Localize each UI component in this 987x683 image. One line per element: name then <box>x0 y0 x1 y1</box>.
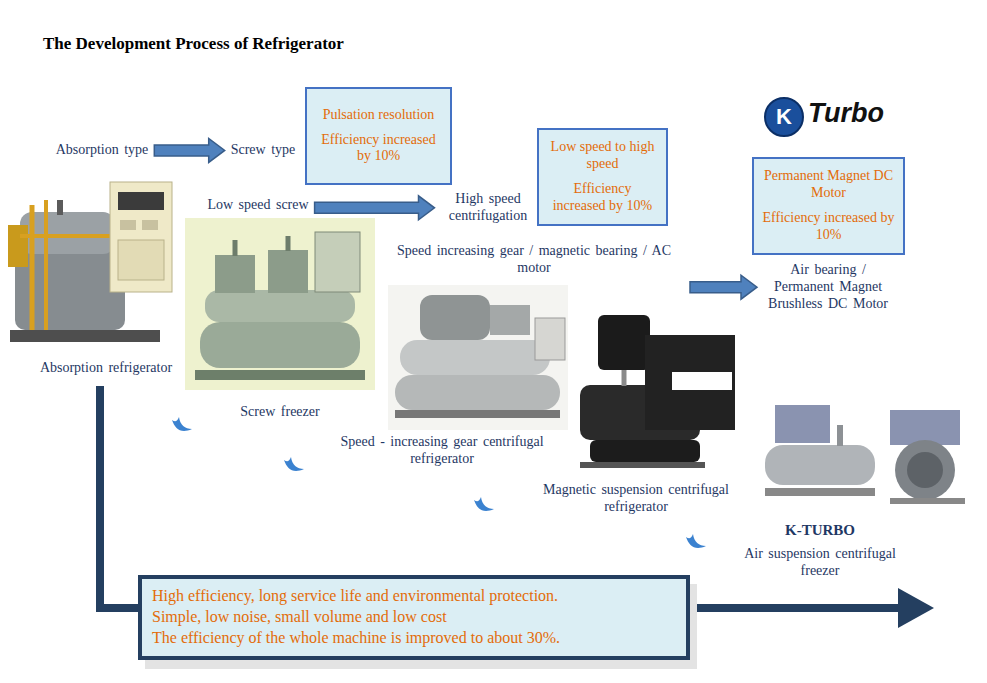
absorption-refrigerator-picture-part <box>142 220 158 230</box>
chevron-icon-part <box>172 417 192 431</box>
k-turbo-picture-part <box>895 440 955 500</box>
absorption-refrigerator-picture <box>8 182 172 342</box>
picture-caption: Air suspension centrifugal freezer <box>733 546 908 580</box>
absorption-refrigerator-picture-part <box>118 192 164 210</box>
gear-centrifugal-picture-part <box>400 340 550 375</box>
gear-centrifugal-picture-part <box>490 305 530 335</box>
magnetic-centrifugal-picture-part <box>580 462 705 468</box>
node-text: Air bearing / Permanent Magnet Brushless… <box>763 262 893 312</box>
node-text: Simple, low noise, small volume and low … <box>152 607 676 628</box>
stage-label: Screw type <box>231 142 296 159</box>
screw-freezer-picture-part <box>315 232 360 292</box>
absorption-refrigerator-picture-part <box>57 200 63 215</box>
node-text: Low speed screw <box>207 197 308 214</box>
timeline-arrow-part <box>898 588 934 628</box>
stage-label: High speed centrifugation <box>441 191 536 225</box>
gear-centrifugal-picture-part <box>535 318 565 360</box>
node-text: Low speed to high speed <box>547 139 658 173</box>
k-turbo-picture-part <box>890 498 965 504</box>
gear-centrifugal-picture-part <box>395 375 560 410</box>
block-arrow <box>315 196 435 220</box>
absorption-refrigerator-picture-part <box>118 240 164 280</box>
node-text: Pulsation resolution <box>323 107 435 124</box>
summary-box: High efficiency, long service life and e… <box>138 575 690 660</box>
node-text: Permanent Magnet DC Motor <box>762 168 895 202</box>
gear-centrifugal-picture-part <box>395 410 560 418</box>
screw-freezer-picture-part <box>233 240 238 256</box>
absorption-refrigerator-picture-part <box>10 330 160 342</box>
logo-letter: K <box>776 104 792 130</box>
k-turbo-picture-part <box>765 488 875 496</box>
absorption-refrigerator-picture-part <box>44 200 48 330</box>
stage-label: Low speed screw <box>207 197 308 214</box>
screw-freezer-picture-part <box>215 255 255 293</box>
screw-freezer-picture-part <box>200 322 360 368</box>
block-arrow <box>154 138 224 162</box>
k-turbo-picture-part <box>890 410 960 445</box>
magnetic-centrifugal-picture-part <box>645 335 735 430</box>
absorption-refrigerator-picture-part <box>20 234 112 238</box>
gear-centrifugal-picture <box>388 285 568 430</box>
absorption-refrigerator-picture-part <box>8 225 28 267</box>
improvement-box: Permanent Magnet DC MotorEfficiency incr… <box>752 157 905 255</box>
node-text: Efficiency increased by 10% <box>547 181 658 215</box>
product-name: K-TURBO <box>785 521 855 539</box>
chevron-icon-part <box>474 497 494 511</box>
block-arrow <box>690 275 757 299</box>
node-text: Speed increasing gear / magnetic bearing… <box>384 243 684 277</box>
magnetic-centrifugal-picture-part <box>622 370 627 386</box>
stage-label: Speed increasing gear / magnetic bearing… <box>384 243 684 277</box>
screw-freezer-picture-part <box>268 250 308 293</box>
magnetic-centrifugal-picture-part <box>672 372 732 390</box>
node-text: Absorption type <box>56 142 149 159</box>
node-text: Efficiency increased by 10% <box>762 210 895 244</box>
k-turbo-picture-part <box>907 452 943 488</box>
picture-caption: Screw freezer <box>240 404 319 421</box>
picture-caption: Speed - increasing gear centrifugal refr… <box>317 434 567 468</box>
picture-caption: Magnetic suspension centrifugal refriger… <box>521 482 751 516</box>
logo-circle-part <box>765 98 803 136</box>
improvement-box: Pulsation resolutionEfficiency increased… <box>305 87 452 185</box>
screw-freezer-picture <box>185 218 375 390</box>
screw-freezer-picture-part <box>205 290 355 322</box>
screw-freezer-picture-part <box>286 236 291 251</box>
diagram-title: The Development Process of Refrigerator <box>43 34 344 54</box>
k-turbo-picture-part <box>837 425 843 446</box>
screw-freezer-picture-part <box>185 218 375 390</box>
node-text: Screw type <box>231 142 296 159</box>
gear-centrifugal-picture-part <box>420 295 490 340</box>
absorption-refrigerator-picture-part <box>30 205 35 330</box>
magnetic-centrifugal-picture <box>580 315 735 468</box>
node-text: High efficiency, long service life and e… <box>152 586 676 607</box>
stage-label: Air bearing / Permanent Magnet Brushless… <box>763 262 893 312</box>
magnetic-centrifugal-picture-part <box>598 315 650 370</box>
k-turbo-picture-part <box>765 445 875 485</box>
absorption-refrigerator-picture-part <box>120 220 136 230</box>
k-turbo-picture <box>765 405 965 504</box>
node-text: High speed centrifugation <box>441 191 536 225</box>
node-text: The efficiency of the whole machine is i… <box>152 628 676 649</box>
node-text: Efficiency increased by 10% <box>315 132 442 166</box>
chevron-icon-part <box>686 534 706 548</box>
logo-wordmark: Turbo <box>808 97 884 129</box>
magnetic-centrifugal-picture-part <box>590 440 700 462</box>
chevron-icon-part <box>284 457 304 471</box>
gear-centrifugal-picture-part <box>388 285 568 430</box>
logo-circle <box>765 98 803 136</box>
stage-label: Absorption type <box>56 142 149 159</box>
absorption-refrigerator-picture-part <box>110 182 172 292</box>
improvement-box: Low speed to high speedEfficiency increa… <box>537 128 668 226</box>
k-turbo-picture-part <box>775 405 830 443</box>
screw-freezer-picture-part <box>195 370 365 380</box>
picture-caption: Absorption refrigerator <box>40 360 172 377</box>
